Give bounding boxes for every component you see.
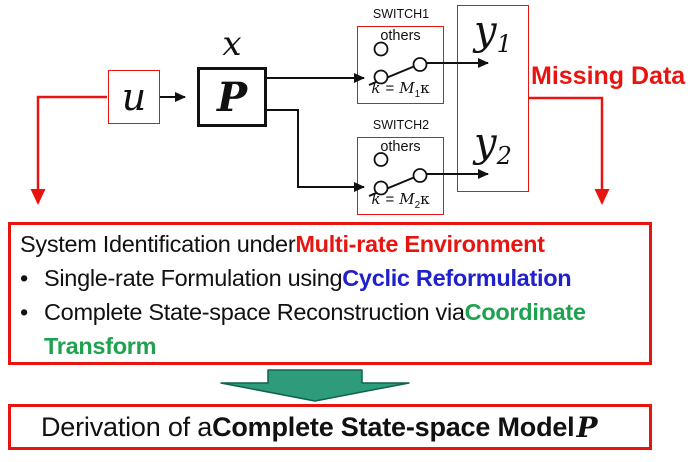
switch1-title: SWITCH1 — [372, 7, 430, 21]
summary-bullet-2-wrap: Transform — [44, 333, 157, 359]
missing-data-label: Missing Data — [531, 62, 686, 90]
plant-to-switch2-arrow — [267, 109, 365, 192]
plant-block: P — [197, 67, 267, 127]
switch2-box: others k=M2κ — [357, 137, 444, 215]
summary-box: System Identification under Multi-rate E… — [8, 222, 652, 365]
summary-bullet-1: • Single-rate Formulation using Cyclic R… — [20, 261, 645, 295]
switch1-open-label: others — [380, 28, 421, 44]
output-box: y1 y2 — [457, 5, 529, 192]
bullet-icon: • — [20, 299, 28, 325]
switch1-box: others k=M1κ — [357, 26, 444, 104]
model-symbol: P — [576, 410, 598, 444]
state-label: x — [222, 24, 242, 64]
input-block: u — [108, 70, 160, 124]
input-feedback-arrow — [30, 95, 107, 205]
down-block-arrow-icon — [220, 369, 410, 402]
switch2-open-label: others — [380, 139, 421, 155]
input-label: u — [121, 75, 147, 119]
summary-line-1: System Identification under Multi-rate E… — [20, 231, 545, 257]
switch2-condition: k=M2κ — [371, 190, 430, 211]
output-feedback-arrow — [529, 96, 610, 205]
output1-label: y1 — [474, 8, 512, 58]
plant-label: P — [216, 73, 248, 121]
result-box: Derivation of a Complete State-space Mod… — [8, 404, 652, 450]
switch1-condition: k=M1κ — [371, 79, 430, 100]
switch2-title: SWITCH2 — [372, 118, 430, 132]
summary-bullet-2: • Complete State-space Reconstruction vi… — [20, 295, 645, 329]
bullet-icon: • — [20, 265, 28, 291]
output2-label: y2 — [474, 120, 512, 170]
